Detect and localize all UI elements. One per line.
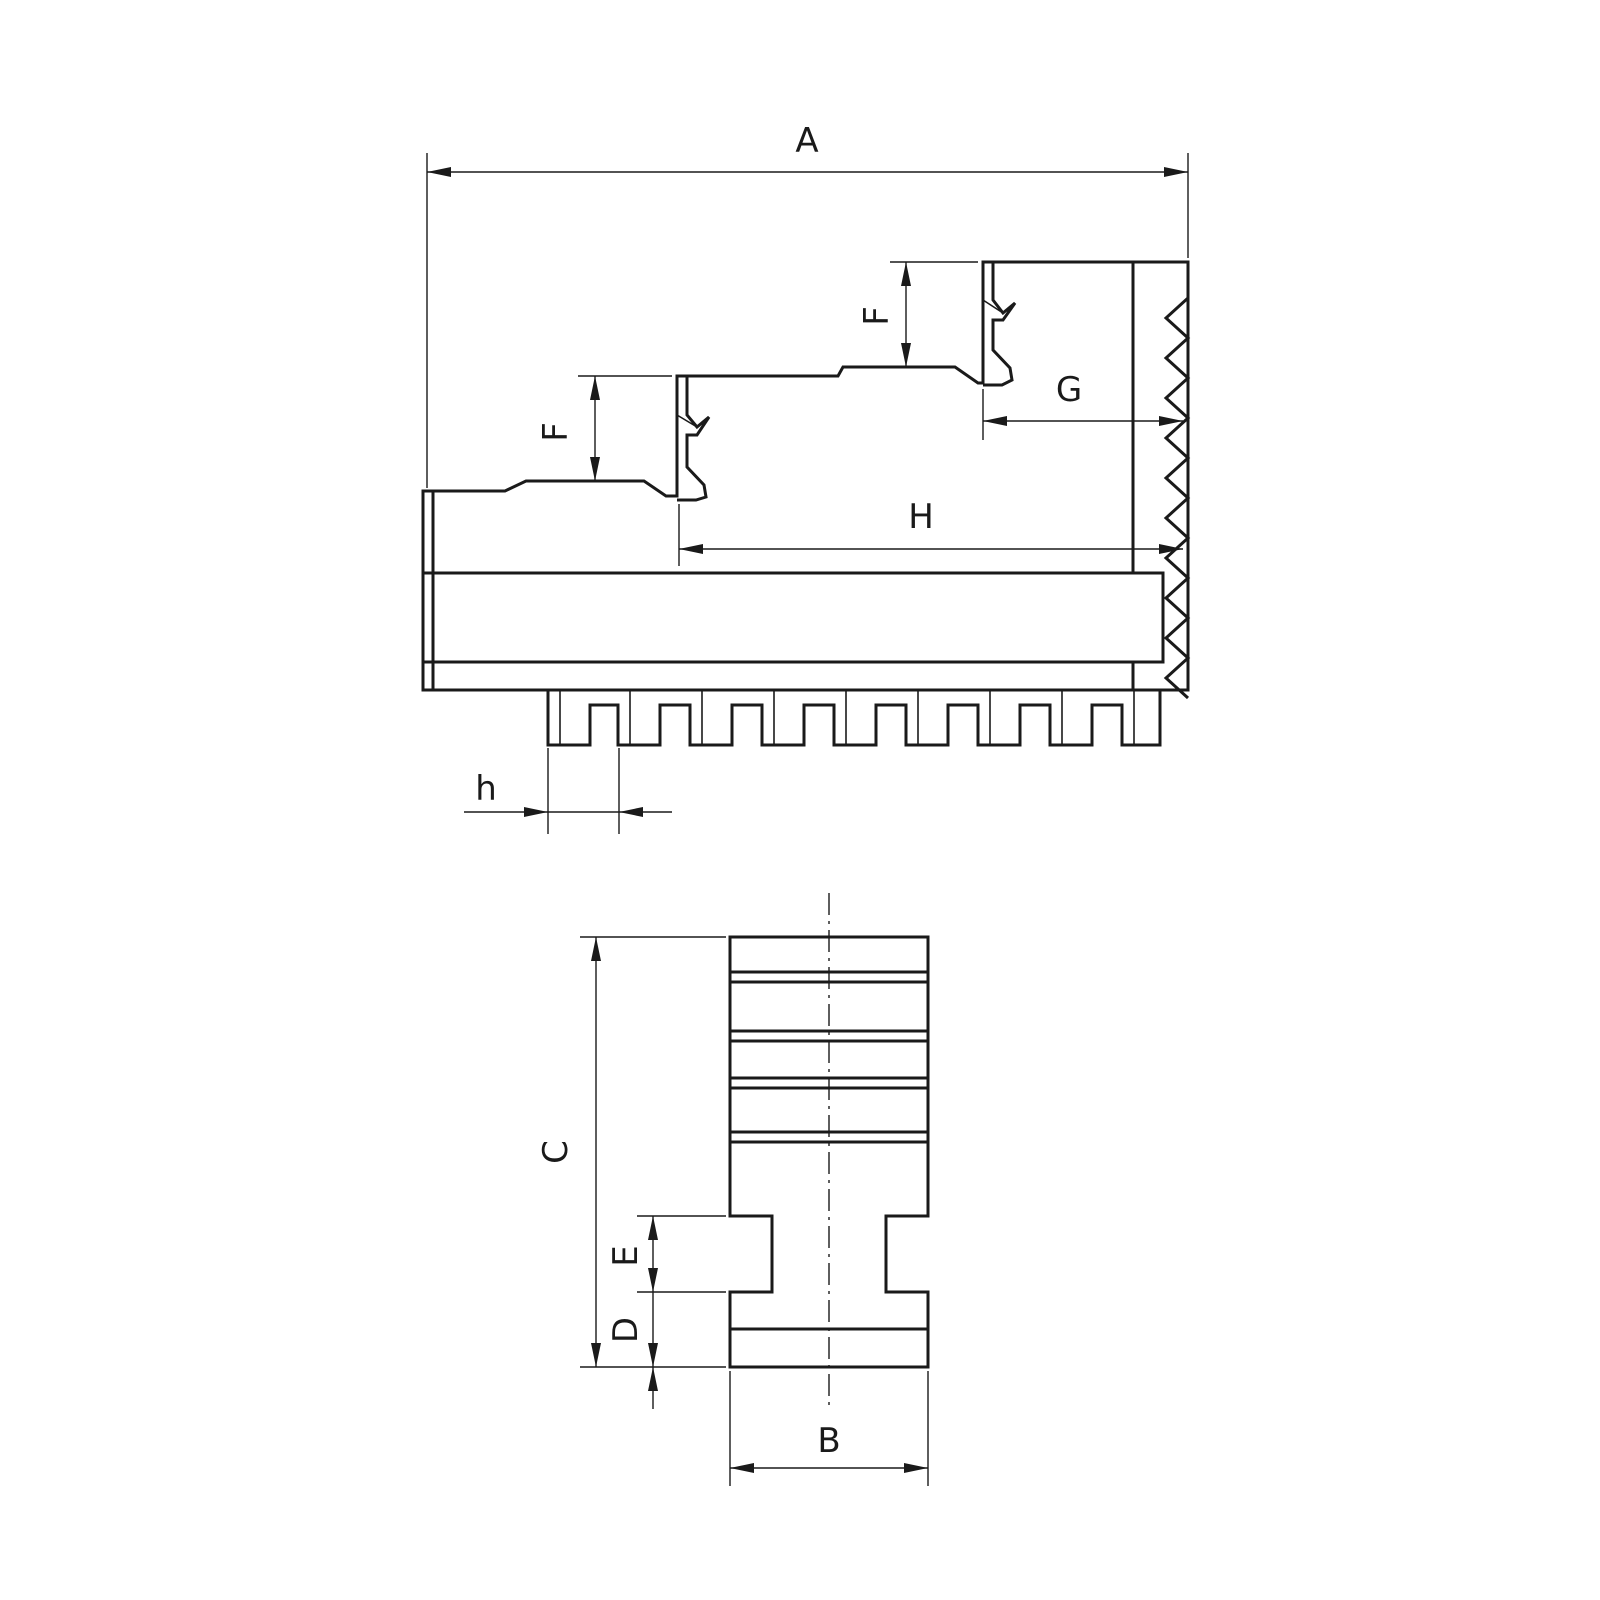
dimensions-top: A F F G H h bbox=[426, 121, 1189, 834]
lower-step-groove bbox=[677, 374, 711, 502]
label-D: D bbox=[606, 1317, 646, 1343]
label-G: G bbox=[1056, 370, 1082, 410]
label-h: h bbox=[475, 769, 497, 809]
end-view bbox=[728, 893, 930, 1409]
label-F-lower: F bbox=[536, 422, 576, 442]
dimensions-bottom: C E D B bbox=[536, 936, 929, 1486]
label-A: A bbox=[795, 121, 818, 161]
upper-step-groove bbox=[983, 260, 1017, 387]
label-C: C bbox=[536, 1140, 576, 1164]
label-E: E bbox=[606, 1245, 646, 1266]
end-view-outline bbox=[728, 935, 930, 1369]
guide-bar bbox=[421, 571, 1165, 664]
bottom-teeth bbox=[546, 690, 1162, 747]
label-F-upper: F bbox=[857, 306, 897, 326]
right-serrations bbox=[1163, 262, 1191, 700]
label-H: H bbox=[908, 497, 934, 537]
side-view-outline bbox=[421, 260, 1190, 692]
side-view bbox=[421, 260, 1191, 747]
label-B: B bbox=[817, 1421, 840, 1461]
